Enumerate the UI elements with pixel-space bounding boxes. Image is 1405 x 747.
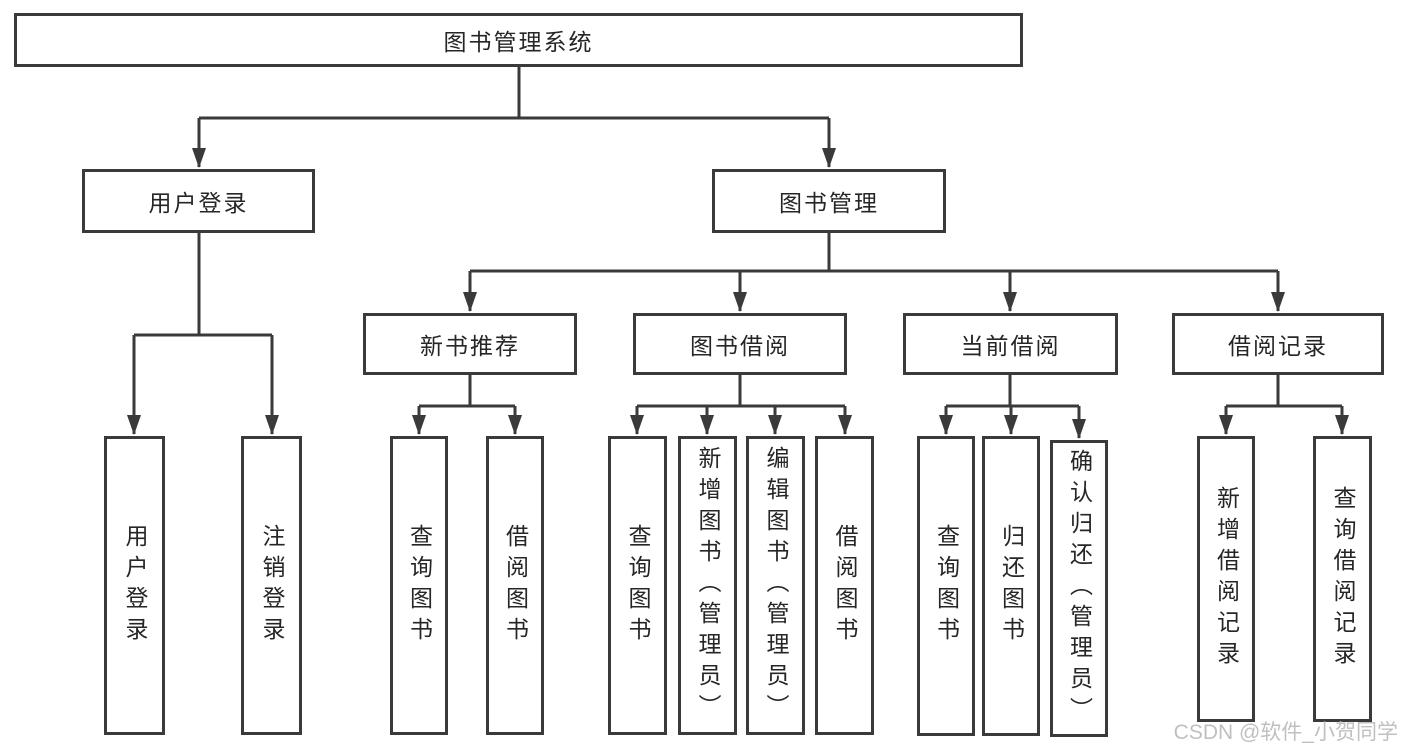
leaf-add-book-admin: 新增图书（管理员） xyxy=(678,436,737,735)
node-current-borrowing: 当前借阅 xyxy=(903,313,1118,375)
leaf-return-books: 归还图书 xyxy=(982,436,1040,736)
leaf-query-books-current: 查询图书 xyxy=(917,436,975,736)
leaf-label: 编辑图书（管理员） xyxy=(763,446,789,725)
node-label: 图书借阅 xyxy=(690,333,790,359)
node-new-book-recommend: 新书推荐 xyxy=(363,313,577,375)
watermark: CSDN @软件_小贺同学 xyxy=(1173,721,1398,744)
leaf-label: 归还图书 xyxy=(998,524,1025,648)
leaf-edit-book-admin: 编辑图书（管理员） xyxy=(746,436,805,735)
connector-user-login xyxy=(134,233,272,337)
leaf-label: 查询图书 xyxy=(933,524,960,648)
leaf-label: 新增图书（管理员） xyxy=(695,446,721,725)
node-user-login-branch: 用户登录 xyxy=(82,169,315,233)
leaf-query-books-borrowing: 查询图书 xyxy=(608,436,667,735)
node-borrowing-records: 借阅记录 xyxy=(1172,313,1384,375)
node-label: 用户登录 xyxy=(148,190,249,216)
leaf-borrow-books-recommend: 借阅图书 xyxy=(486,436,544,735)
connector-borrowing-records xyxy=(1226,375,1342,408)
leaf-label: 查询借阅记录 xyxy=(1330,486,1356,672)
node-book-borrowing: 图书借阅 xyxy=(633,313,847,375)
leaf-label: 查询图书 xyxy=(625,523,651,648)
connector-book-borrowing xyxy=(637,375,845,408)
connector-book-management xyxy=(470,233,1278,273)
node-label: 图书管理系统 xyxy=(443,29,594,55)
leaf-logout: 注销登录 xyxy=(241,436,302,735)
node-label: 当前借阅 xyxy=(960,333,1061,359)
leaf-label: 查询图书 xyxy=(406,523,433,648)
leaf-query-borrow-record: 查询借阅记录 xyxy=(1313,436,1372,722)
leaf-user-login: 用户登录 xyxy=(104,436,165,735)
node-label: 新书推荐 xyxy=(420,333,520,359)
connector-current-borrowing xyxy=(946,375,1079,408)
node-label: 借阅记录 xyxy=(1228,333,1328,359)
leaf-label: 借阅图书 xyxy=(502,523,529,648)
leaf-query-books-recommend: 查询图书 xyxy=(390,436,448,735)
leaf-confirm-return-admin: 确认归还（管理员） xyxy=(1050,440,1108,737)
leaf-borrow-books: 借阅图书 xyxy=(815,436,874,735)
leaf-add-borrow-record: 新增借阅记录 xyxy=(1197,436,1255,722)
leaf-label: 确认归还（管理员） xyxy=(1066,449,1093,728)
node-book-management-branch: 图书管理 xyxy=(712,169,946,233)
leaf-label: 借阅图书 xyxy=(832,523,858,648)
node-label: 图书管理 xyxy=(779,190,879,216)
connector-new-book xyxy=(419,375,515,408)
leaf-label: 新增借阅记录 xyxy=(1213,486,1240,672)
leaf-label: 用户登录 xyxy=(122,523,148,648)
connector-root-stem xyxy=(199,67,829,120)
leaf-label: 注销登录 xyxy=(259,523,285,648)
node-library-system: 图书管理系统 xyxy=(14,13,1023,67)
